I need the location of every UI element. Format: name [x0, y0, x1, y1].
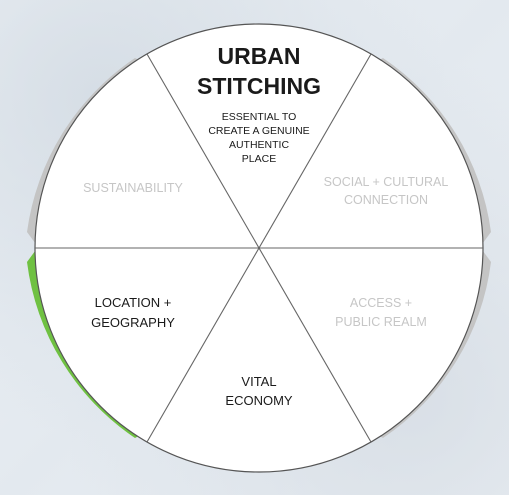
access-label-line-1: ACCESS + — [350, 296, 412, 310]
social-label-line-2: CONNECTION — [344, 193, 428, 207]
title-line-1: URBAN — [217, 43, 300, 69]
segment-access: ACCESS + PUBLIC REALM — [335, 296, 427, 329]
social-label-line-1: SOCIAL + CULTURAL — [324, 175, 449, 189]
access-label-line-2: PUBLIC REALM — [335, 315, 427, 329]
subtitle-line-4: PLACE — [242, 153, 276, 165]
location-label-line-1: LOCATION + — [95, 295, 172, 310]
wheel-dividers — [35, 53, 483, 443]
segment-urban-stitching: URBAN STITCHING ESSENTIAL TO CREATE A GE… — [197, 43, 321, 165]
segment-sustainability: SUSTAINABILITY — [83, 181, 183, 195]
location-label-line-2: GEOGRAPHY — [91, 315, 175, 330]
subtitle-line-3: AUTHENTIC — [229, 139, 290, 151]
economy-label-line-2: ECONOMY — [225, 393, 293, 408]
segment-social-cultural: SOCIAL + CULTURAL CONNECTION — [324, 175, 449, 207]
sustainability-label: SUSTAINABILITY — [83, 181, 183, 195]
subtitle-line-2: CREATE A GENUINE — [208, 125, 309, 137]
economy-label-line-1: VITAL — [241, 374, 276, 389]
divider-diagonal-b — [146, 53, 372, 443]
title-line-2: STITCHING — [197, 73, 321, 99]
segment-vital-economy: VITAL ECONOMY — [225, 374, 293, 408]
segment-location: LOCATION + GEOGRAPHY — [91, 295, 175, 330]
subtitle-line-1: ESSENTIAL TO — [222, 111, 297, 123]
